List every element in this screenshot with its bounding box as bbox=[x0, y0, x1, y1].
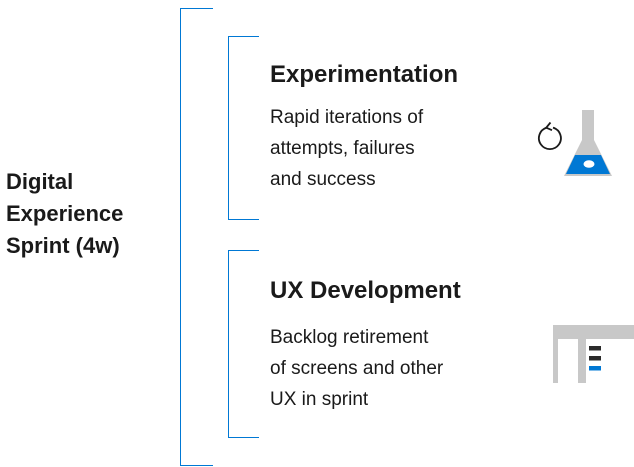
main-title: Digital Experience Sprint (4w) bbox=[6, 166, 176, 262]
experimentation-desc-line-3: and success bbox=[270, 169, 376, 190]
main-title-line-3: Sprint (4w) bbox=[6, 233, 120, 258]
ux-development-description: Backlog retirement of screens and other … bbox=[270, 322, 520, 415]
experimentation-desc-line-1: Rapid iterations of bbox=[270, 107, 424, 128]
ux-development-desc-line-2: of screens and other bbox=[270, 358, 444, 379]
ux-development-title: UX Development bbox=[270, 277, 461, 304]
main-title-line-1: Digital bbox=[6, 169, 74, 194]
ui-screen-icon bbox=[553, 325, 634, 383]
lab-flask-refresh-icon bbox=[538, 110, 612, 176]
experimentation-desc-line-2: attempts, failures bbox=[270, 138, 415, 159]
ux-development-bracket bbox=[228, 250, 259, 438]
ux-development-desc-line-3: UX in sprint bbox=[270, 389, 369, 410]
experimentation-title: Experimentation bbox=[270, 61, 459, 88]
experimentation-description: Rapid iterations of attempts, failures a… bbox=[270, 102, 520, 195]
experimentation-bracket bbox=[228, 36, 259, 220]
ux-development-desc-line-1: Backlog retirement bbox=[270, 327, 429, 348]
main-title-line-2: Experience bbox=[6, 201, 124, 226]
outer-bracket bbox=[180, 8, 213, 466]
refresh-arrow-icon bbox=[538, 126, 562, 150]
